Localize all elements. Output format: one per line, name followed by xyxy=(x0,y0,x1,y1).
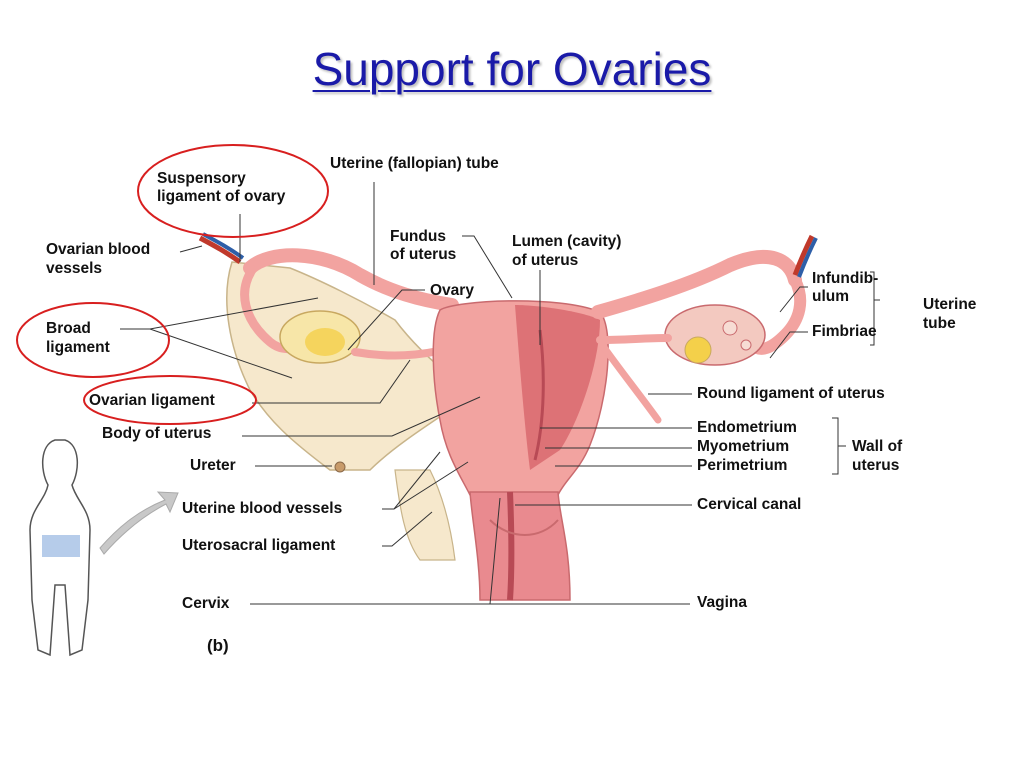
label-fundus-1: Fundus xyxy=(390,228,446,245)
label-wall-1: Wall of xyxy=(852,438,903,455)
uterosacral-region xyxy=(394,469,456,561)
label-fimbriae: Fimbriae xyxy=(812,323,877,340)
label-lumen-2: of uterus xyxy=(512,252,579,269)
round-ligament xyxy=(599,342,662,424)
uterine-cavity xyxy=(515,305,600,470)
label-ovary: Ovary xyxy=(430,282,474,299)
panel-letter: (b) xyxy=(207,636,229,655)
label-wall-2: uterus xyxy=(852,457,900,474)
highlight-suspensory-ligament xyxy=(137,144,329,238)
highlight-ovarian-ligament xyxy=(83,375,257,425)
left-ovarian-vessels xyxy=(198,235,242,265)
right-uterine-tube xyxy=(591,249,802,319)
slide-title: Support for Ovaries xyxy=(312,43,712,95)
label-uterine-tube-right-1: Uterine xyxy=(923,296,977,313)
label-endometrium: Endometrium xyxy=(697,419,797,436)
label-body-of-uterus: Body of uterus xyxy=(102,425,212,442)
label-lumen-1: Lumen (cavity) xyxy=(512,233,622,250)
label-uterine-tube-right-2: tube xyxy=(923,315,956,332)
right-ovarian-vessels xyxy=(792,234,815,276)
highlight-broad-ligament xyxy=(16,302,170,378)
pelvis-highlight xyxy=(42,535,80,557)
label-broad-2: ligament xyxy=(46,339,110,356)
label-uterine-tube-top: Uterine (fallopian) tube xyxy=(330,155,499,172)
label-ureter: Ureter xyxy=(190,457,236,474)
left-uterine-tube xyxy=(243,248,459,312)
label-fundus-2: of uterus xyxy=(390,246,457,263)
body-silhouette-inset xyxy=(29,439,179,657)
leader-lines xyxy=(120,182,880,605)
label-uterosacral: Uterosacral ligament xyxy=(182,537,336,554)
broad-ligament-shape xyxy=(226,261,456,471)
label-ovarian-vessels-2: vessels xyxy=(46,260,103,277)
label-suspensory-2: ligament of ovary xyxy=(157,188,286,205)
label-ovarian-ligament: Ovarian ligament xyxy=(89,392,215,409)
label-cervix: Cervix xyxy=(182,595,230,612)
label-cervical-canal: Cervical canal xyxy=(697,496,802,513)
label-vagina: Vagina xyxy=(697,594,747,611)
ureter-dot xyxy=(334,461,346,473)
highlight-ellipses xyxy=(16,144,329,425)
right-ovary xyxy=(664,304,766,366)
cervix-vagina xyxy=(469,491,571,601)
inset-arrow xyxy=(99,491,179,555)
label-broad-1: Broad xyxy=(46,320,91,337)
label-round-ligament: Round ligament of uterus xyxy=(697,385,885,402)
label-infundibulum-1: Infundib- xyxy=(812,270,879,287)
label-suspensory-1: Suspensory xyxy=(157,170,246,187)
label-perimetrium: Perimetrium xyxy=(697,457,788,474)
label-myometrium: Myometrium xyxy=(697,438,790,455)
label-infundibulum-2: ulum xyxy=(812,288,850,305)
anatomy-illustration xyxy=(198,232,818,601)
label-ovarian-vessels-1: Ovarian blood xyxy=(46,241,151,258)
label-uterine-blood-vessels: Uterine blood vessels xyxy=(182,500,343,517)
